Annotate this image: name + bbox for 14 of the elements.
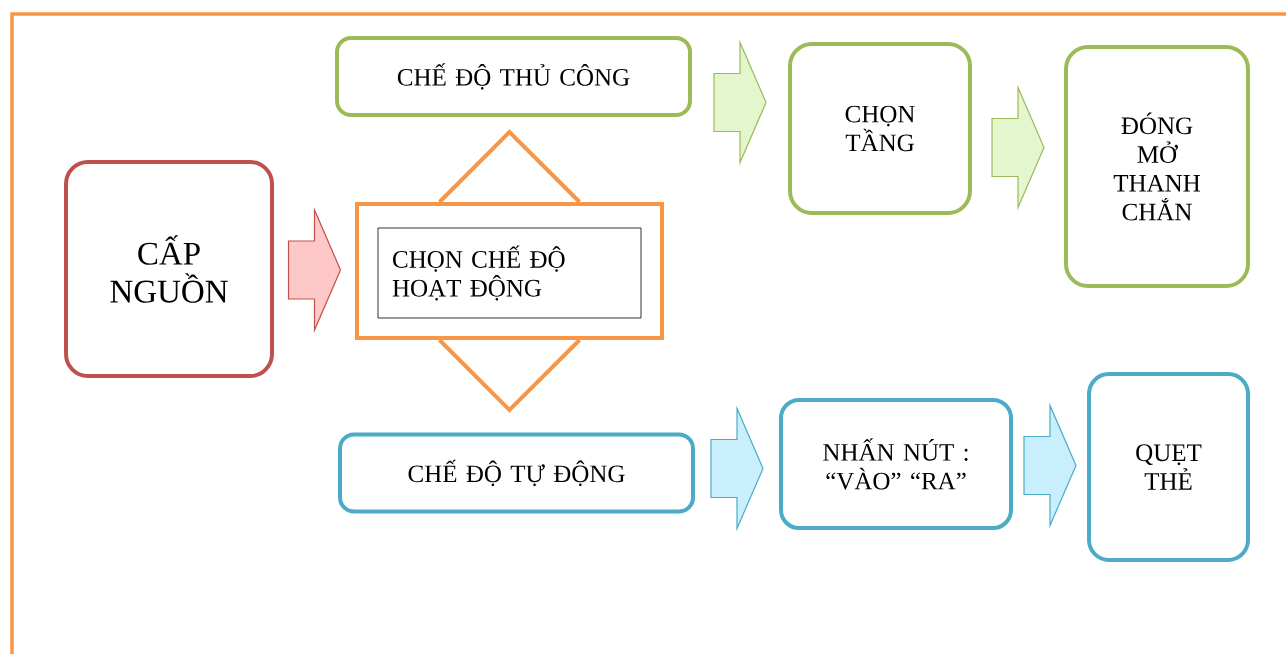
block-arrow (1023, 402, 1077, 529)
block-arrow (713, 39, 767, 166)
rounded-box: CHẾ ĐỘ THỦ CÔNG (335, 36, 692, 117)
rounded-box: CHỌN TẦNG (788, 42, 972, 215)
block-arrow (287, 207, 342, 333)
text-box: CHỌN CHẾ ĐỘ HOẠT ĐỘNG (377, 227, 642, 319)
block-arrow (710, 405, 764, 532)
block-arrow (991, 84, 1045, 211)
rounded-box: CẤP NGUỒN (64, 160, 274, 378)
rounded-box: CHẾ ĐỘ TỰ ĐỘNG (338, 432, 695, 514)
rounded-box: ĐÓNG MỞ THANH CHẮN (1064, 45, 1250, 288)
rounded-box: NHẤN NÚT : “VÀO” “RA” (779, 398, 1013, 530)
up-down-arrow-frame (355, 129, 664, 413)
rounded-box: QUẸT THẺ (1087, 372, 1250, 562)
